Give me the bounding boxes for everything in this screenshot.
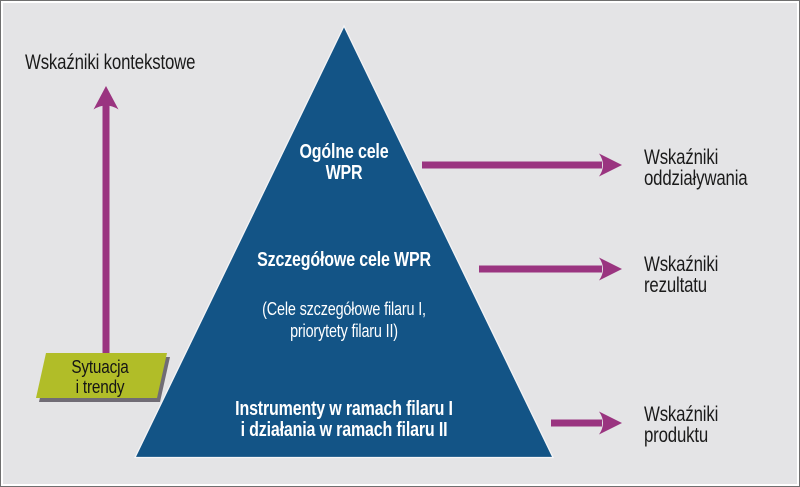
context-indicators-label: Wskaźniki kontekstowe — [25, 51, 195, 75]
instruments-line2: i działania w ramach filaru II — [240, 419, 448, 441]
impact-indicators-line1: Wskaźniki — [644, 146, 719, 169]
impact-indicators-line2: oddziaływania — [644, 167, 748, 190]
output-indicators-line2: produktu — [644, 424, 709, 447]
output-indicators-label: Wskaźniki produktu — [644, 404, 718, 446]
result-indicators-line2: rezultatu — [644, 274, 707, 297]
general-objectives-line1: Ogólne cele — [299, 141, 389, 163]
specific-objectives-sub2: priorytety filaru II) — [290, 321, 398, 341]
situation-line1: Sytuacja — [71, 357, 129, 377]
specific-objectives-title: Szczegółowe cele WPR — [257, 249, 431, 271]
pyramid-tier-specific-objectives-subtitle: (Cele szczegółowe filaru I, priorytety f… — [184, 298, 504, 342]
output-arrow-right — [551, 411, 622, 435]
pyramid-tier-instruments: Instrumenty w ramach filaru I i działani… — [184, 399, 504, 441]
result-indicators-label: Wskaźniki rezultatu — [644, 254, 718, 296]
impact-arrow-right — [422, 153, 622, 177]
instruments-line1: Instrumenty w ramach filaru I — [235, 398, 453, 420]
context-arrow-up — [93, 86, 119, 359]
general-objectives-line2: WPR — [325, 162, 363, 184]
situation-line2: i trendy — [75, 377, 125, 397]
result-arrow-right — [479, 257, 622, 281]
context-indicators-text: Wskaźniki kontekstowe — [25, 51, 196, 74]
pyramid-triangle — [133, 24, 555, 459]
situation-box-label: Sytuacja i trendy — [46, 357, 153, 397]
output-indicators-line1: Wskaźniki — [644, 403, 719, 426]
pyramid-tier-specific-objectives: Szczegółowe cele WPR — [184, 249, 504, 271]
impact-indicators-label: Wskaźniki oddziaływania — [644, 146, 748, 190]
pyramid-tier-general-objectives: Ogólne cele WPR — [184, 142, 504, 184]
situation-box — [36, 353, 167, 398]
specific-objectives-sub1: (Cele szczegółowe filaru I, — [262, 299, 426, 319]
result-indicators-line1: Wskaźniki — [644, 253, 719, 276]
